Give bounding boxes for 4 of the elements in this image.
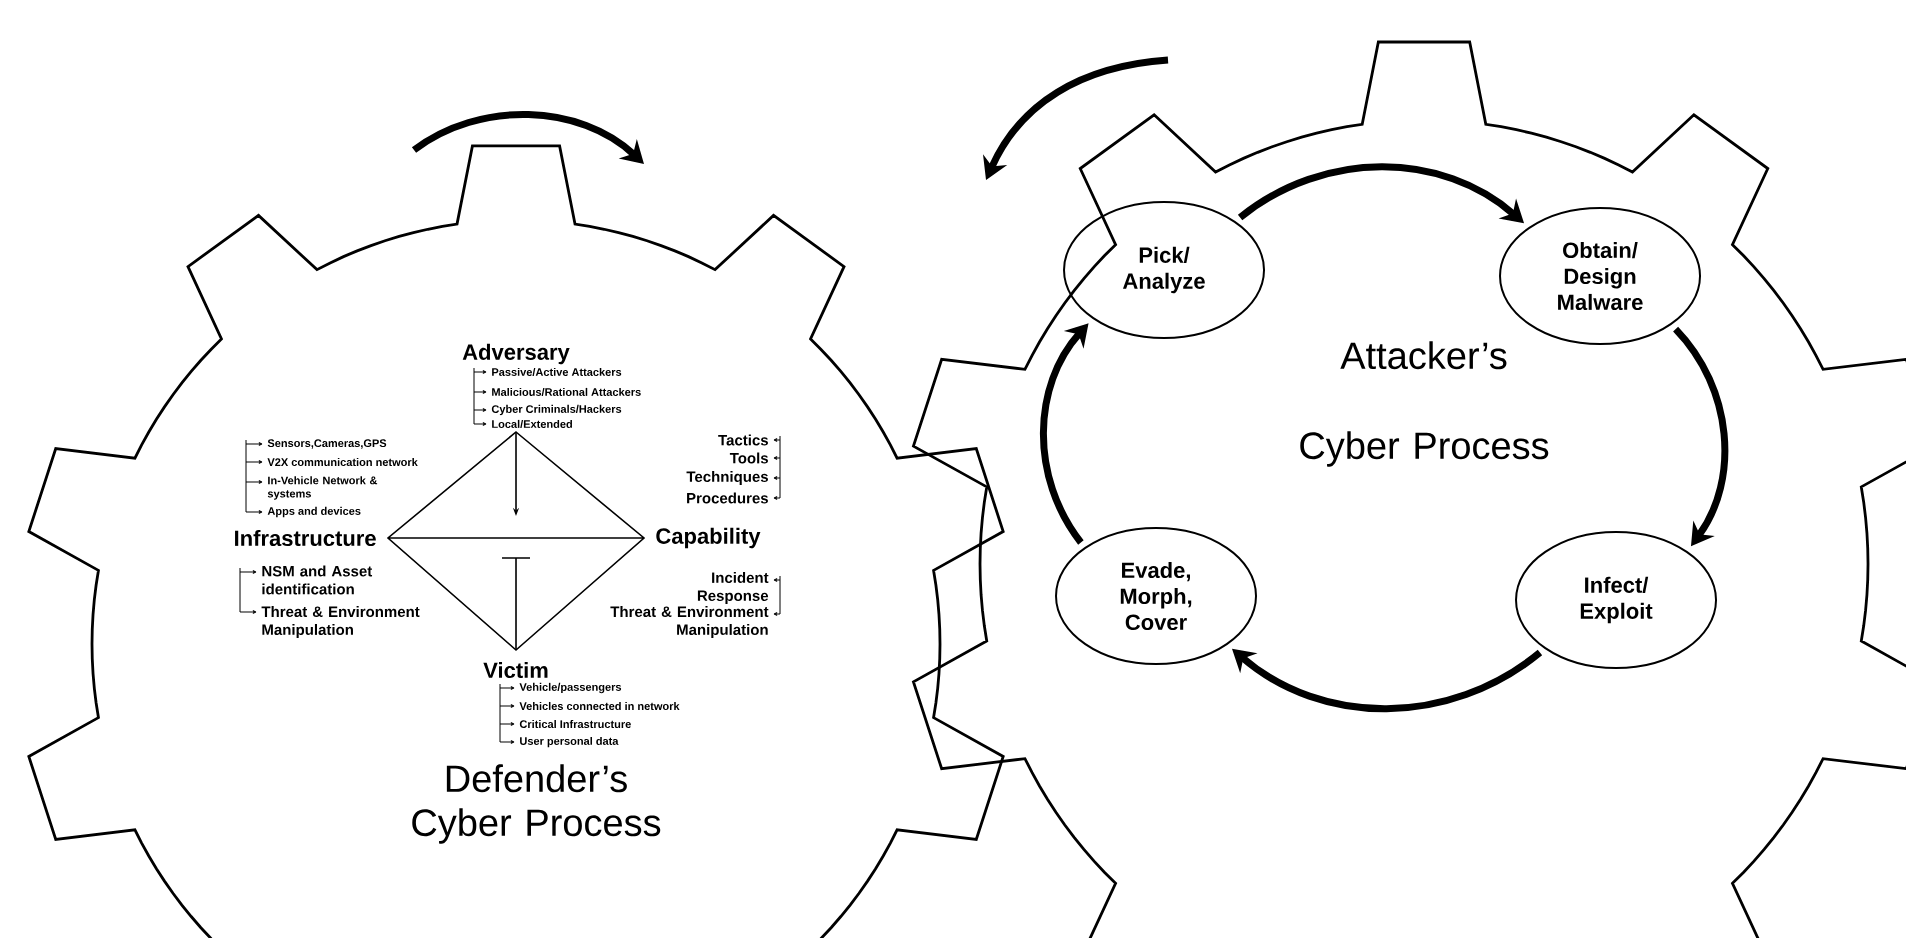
- label-text: Infrastructure: [235, 529, 376, 547]
- label-text: Adversary: [462, 343, 570, 365]
- label-text: Victim: [483, 661, 548, 679]
- label-text: Capability: [656, 527, 761, 549]
